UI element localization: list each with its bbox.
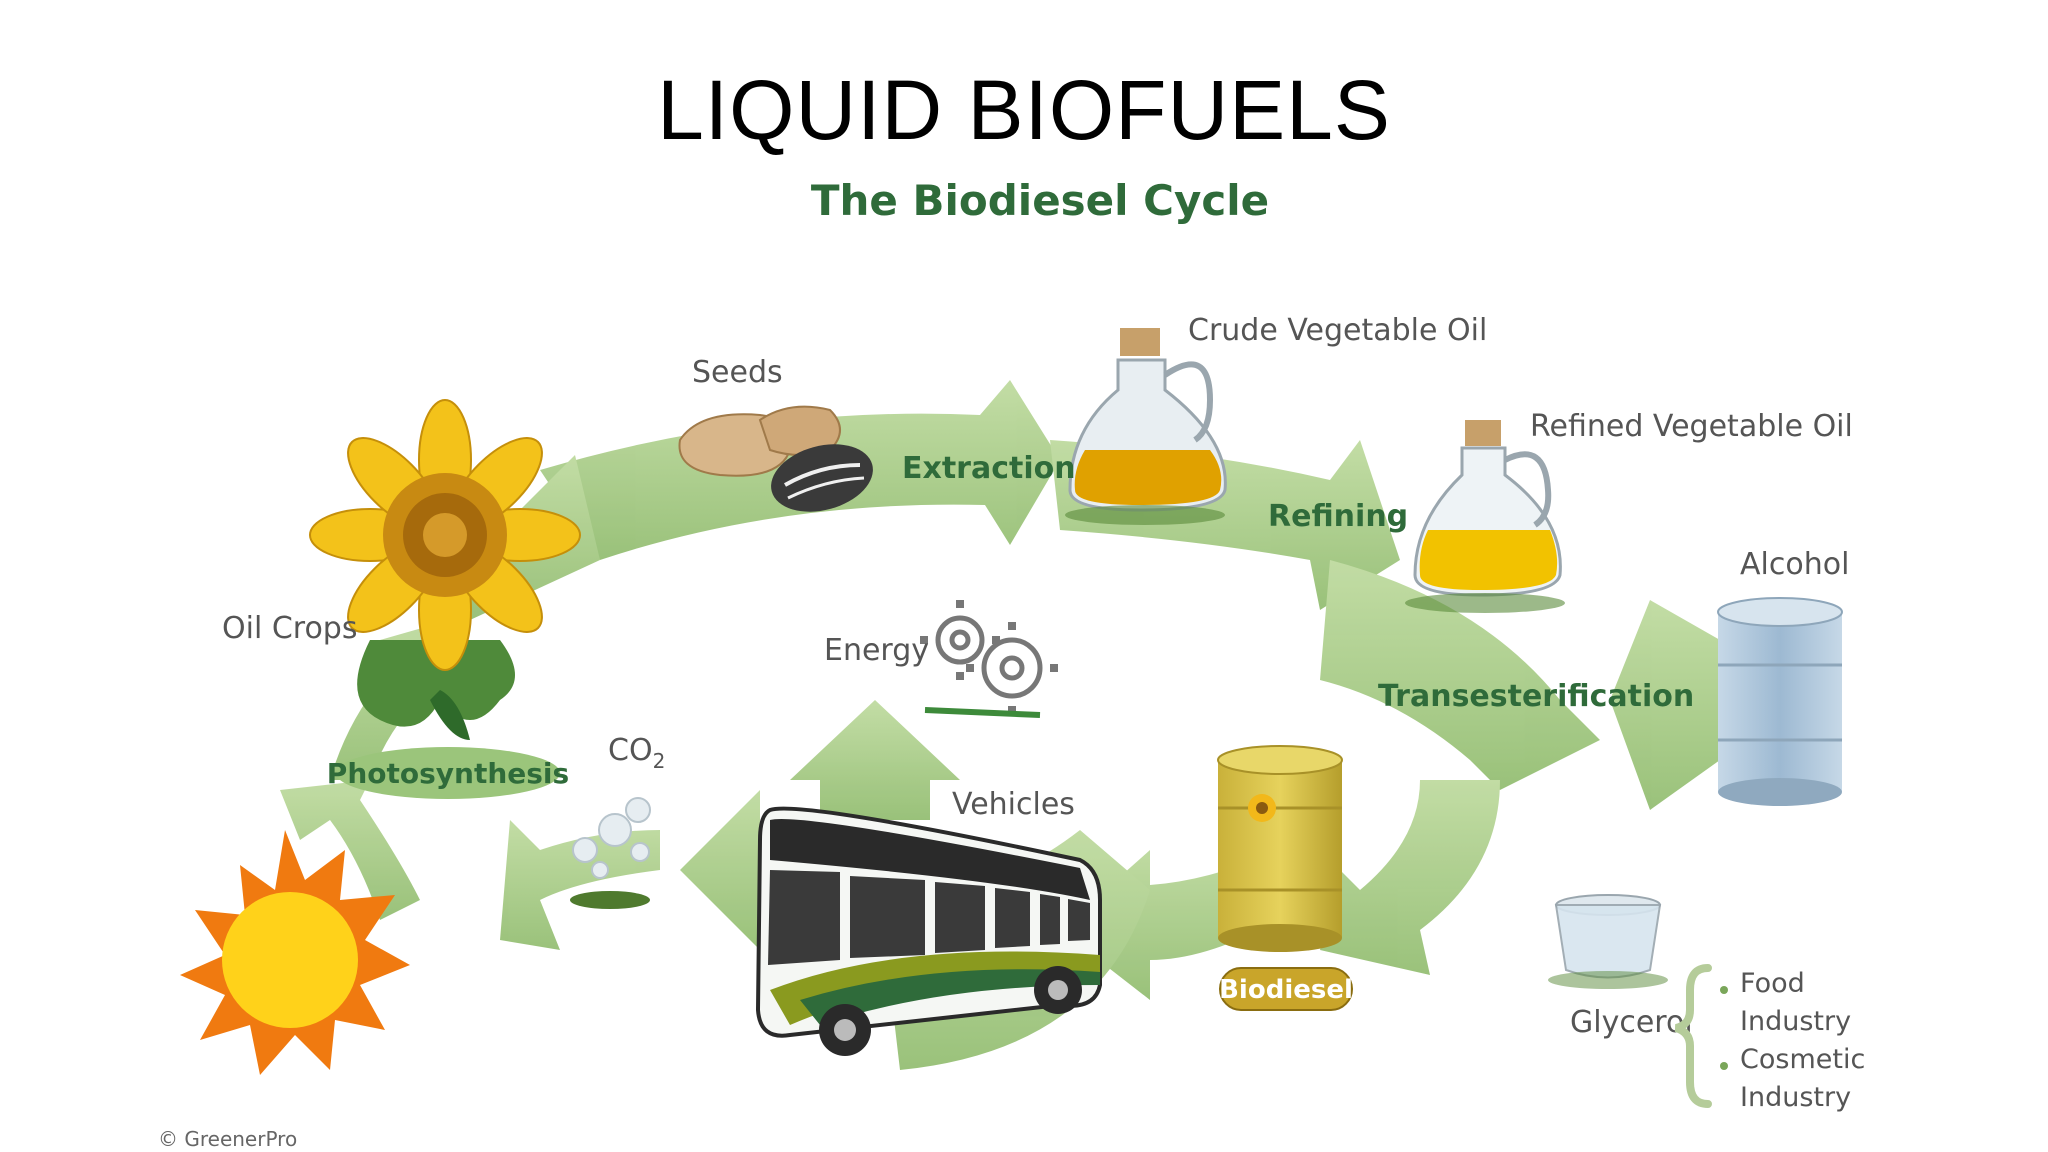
label-food-industry: Industry <box>1740 1006 1851 1037</box>
glycerol-uses: Food Industry Cosmetic Industry <box>1674 964 1865 1113</box>
bus-icon <box>755 806 1102 1056</box>
label-seeds: Seeds <box>692 355 783 390</box>
label-cosmetic: Cosmetic <box>1740 1044 1865 1075</box>
copyright-label: © GreenerPro <box>158 1127 297 1151</box>
label-extraction: Extraction <box>902 451 1076 486</box>
label-refined-vegetable-oil: Refined Vegetable Oil <box>1530 409 1853 444</box>
label-transesterification: Transesterification <box>1378 679 1694 714</box>
refined-oil-jug-icon <box>1405 420 1565 613</box>
biodiesel-badge: Biodiesel <box>1219 967 1353 1011</box>
label-food: Food <box>1740 968 1805 999</box>
diagram-title: The Biodiesel Cycle <box>811 176 1269 225</box>
co2-bubbles-icon <box>570 797 651 909</box>
label-photosynthesis: Photosynthesis <box>327 757 569 790</box>
biodiesel-barrel-icon <box>1217 745 1343 952</box>
gears-icon <box>920 600 1058 718</box>
label-glycerol: Glycerol <box>1570 1005 1693 1040</box>
label-refining: Refining <box>1268 499 1408 534</box>
sun-icon <box>180 830 410 1075</box>
label-cosmetic-industry: Industry <box>1740 1082 1851 1113</box>
label-crude-vegetable-oil: Crude Vegetable Oil <box>1188 313 1487 348</box>
alcohol-barrel-icon <box>1717 597 1843 806</box>
label-biodiesel: Biodiesel <box>1219 975 1353 1005</box>
label-energy: Energy <box>824 633 929 668</box>
seeds-icon <box>678 405 873 512</box>
label-vehicles: Vehicles <box>952 787 1075 822</box>
sunflower-icon <box>309 399 581 740</box>
slide-title: LIQUID BIOFUELS <box>657 63 1391 157</box>
photosynthesis-badge: Photosynthesis <box>327 747 569 799</box>
label-oil-crops: Oil Crops <box>222 611 357 646</box>
label-alcohol: Alcohol <box>1740 547 1849 582</box>
crude-oil-jug-icon <box>1065 328 1227 525</box>
glycerol-bowl-icon <box>1548 894 1668 989</box>
label-co2: CO2 <box>608 733 665 773</box>
